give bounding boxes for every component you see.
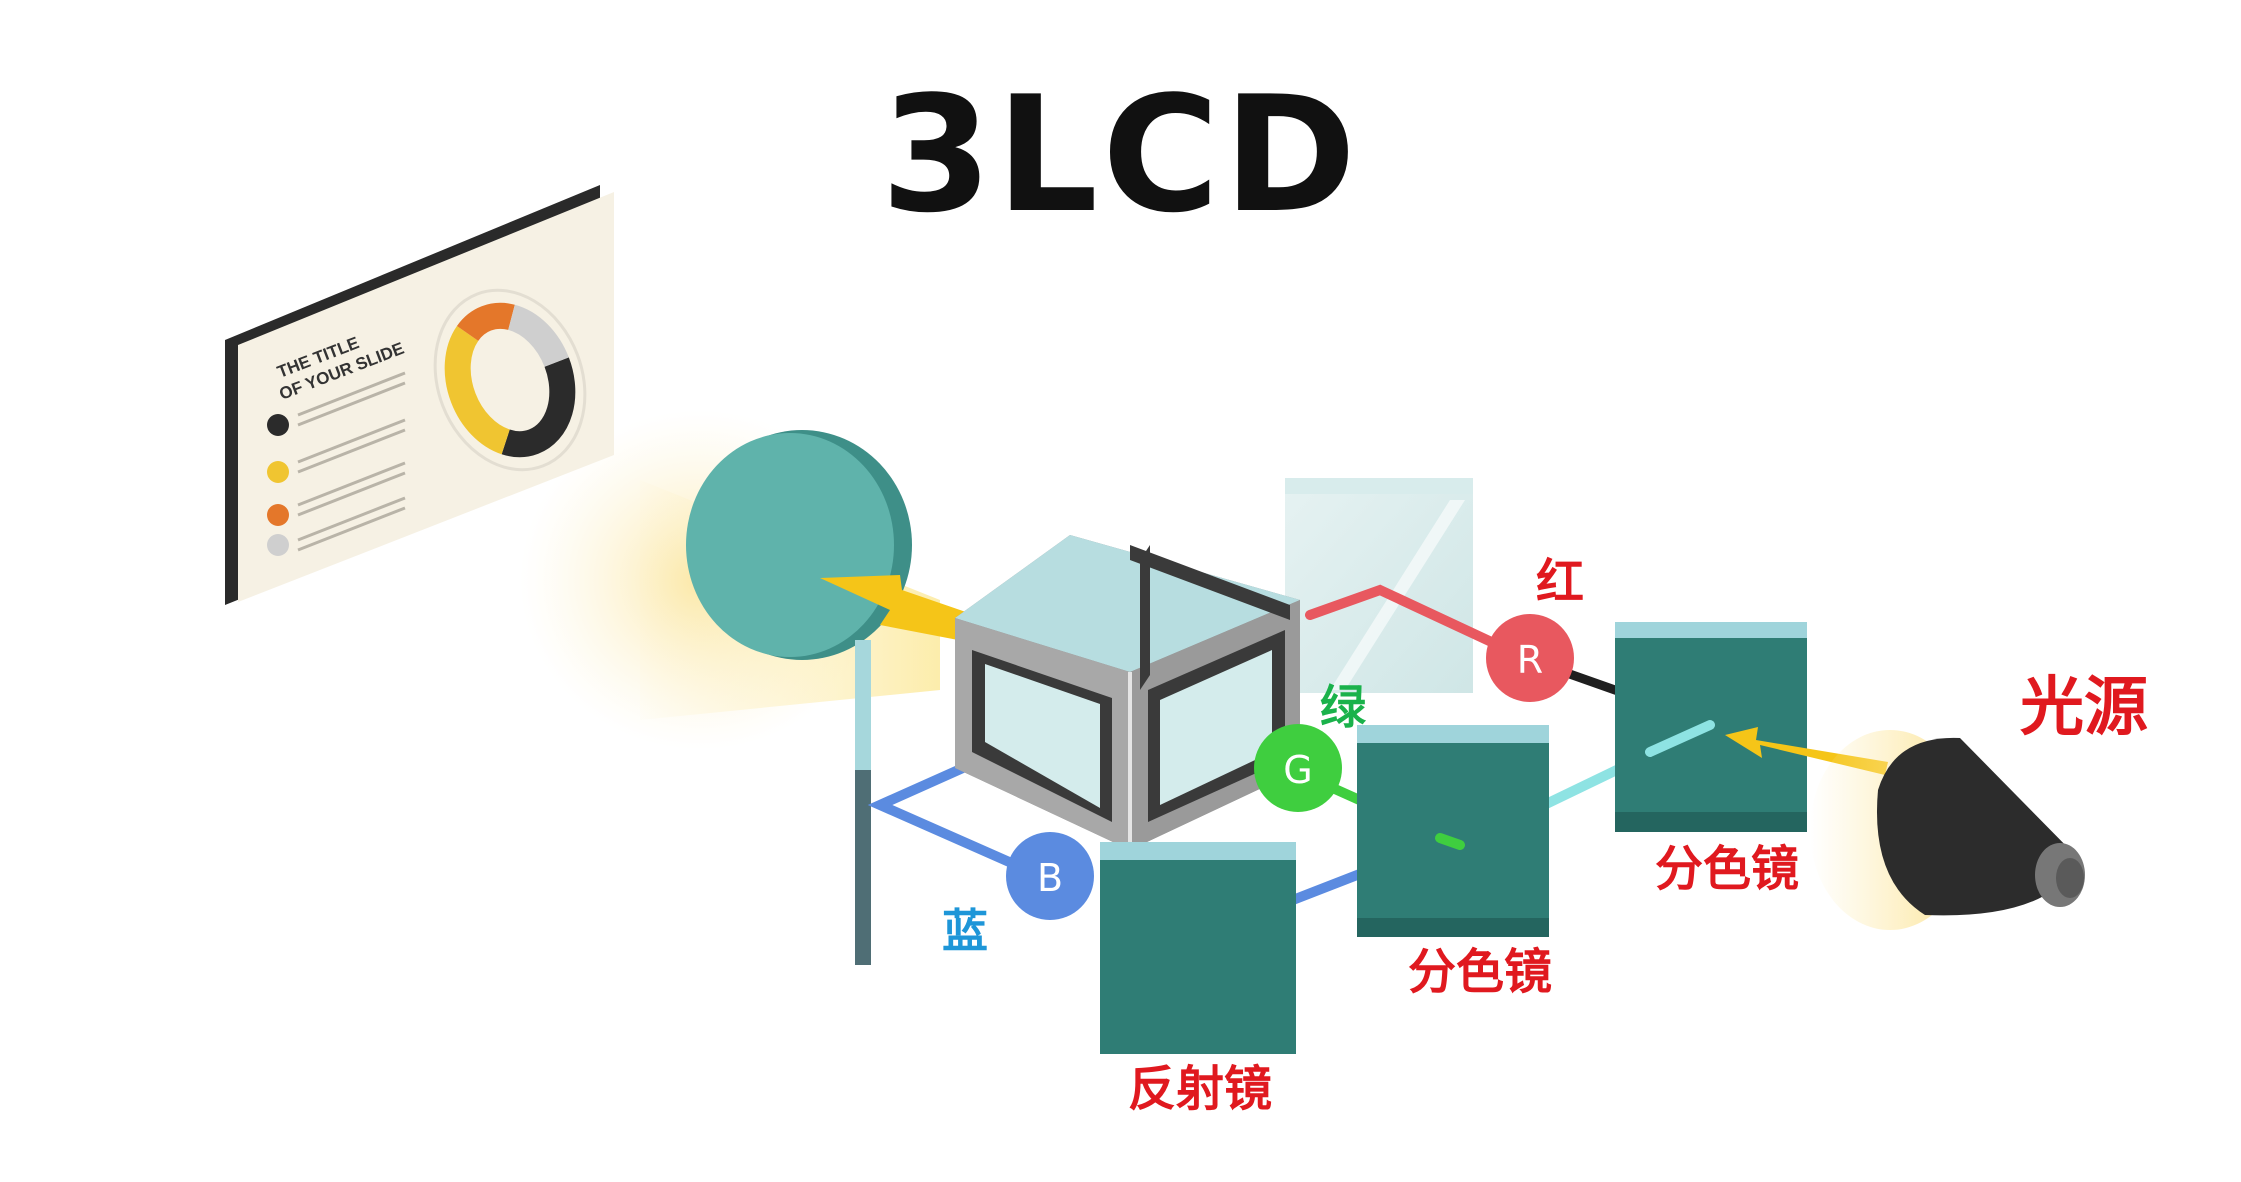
red-badge-text: R bbox=[1517, 638, 1543, 682]
blue-badge: B bbox=[1006, 832, 1094, 920]
x-cube-prism bbox=[955, 535, 1300, 850]
light-source-label: 光源 bbox=[2020, 671, 2148, 745]
dichroic-mirror-middle bbox=[1357, 725, 1549, 937]
red-badge: R bbox=[1486, 614, 1574, 702]
dichroic-mirror-middle-label: 分色镜 bbox=[1408, 944, 1553, 1000]
green-channel-label: 绿 bbox=[1320, 680, 1366, 734]
slide-donut-chart bbox=[433, 288, 587, 472]
projection-screen: THE TITLE OF YOUR SLIDE bbox=[225, 185, 614, 605]
red-channel-label: 红 bbox=[1536, 554, 1585, 610]
green-badge-text: G bbox=[1283, 748, 1312, 792]
slide-bullet-icon bbox=[267, 461, 289, 483]
blue-badge-text: B bbox=[1037, 856, 1063, 900]
slide-bullet-icon bbox=[267, 534, 289, 556]
slide-text-lines bbox=[297, 371, 406, 552]
slide-bullet-icon bbox=[267, 414, 289, 436]
light-source-lamp bbox=[1810, 730, 2085, 930]
dichroic-mirror-right-label: 分色镜 bbox=[1655, 841, 1800, 897]
reflector-mirror bbox=[1100, 842, 1296, 1054]
slide-bullet-icon bbox=[267, 504, 289, 526]
blue-channel-label: 蓝 bbox=[942, 904, 988, 958]
glass-plate bbox=[1285, 478, 1473, 693]
projection-lens bbox=[686, 430, 912, 660]
green-badge: G bbox=[1254, 724, 1342, 812]
diagram-title: 3LCD bbox=[880, 61, 1361, 248]
reflector-mirror-label: 反射镜 bbox=[1128, 1061, 1273, 1117]
